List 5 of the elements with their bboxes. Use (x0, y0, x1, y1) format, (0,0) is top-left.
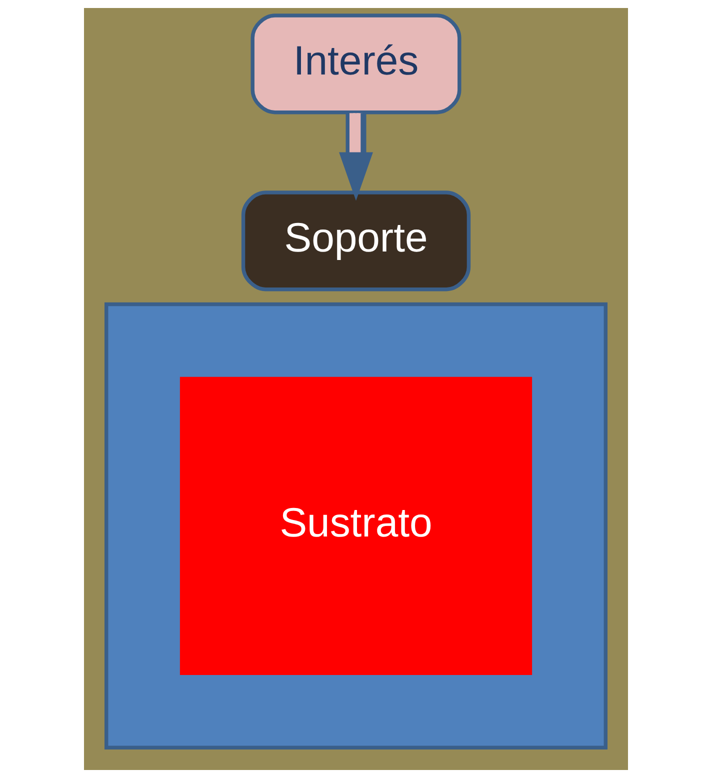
cluster (104, 302, 608, 750)
node-box: Interés (250, 14, 462, 114)
node-box: Soporte (241, 190, 471, 292)
arrow (339, 113, 373, 201)
node-box: Sustrato (180, 376, 532, 675)
